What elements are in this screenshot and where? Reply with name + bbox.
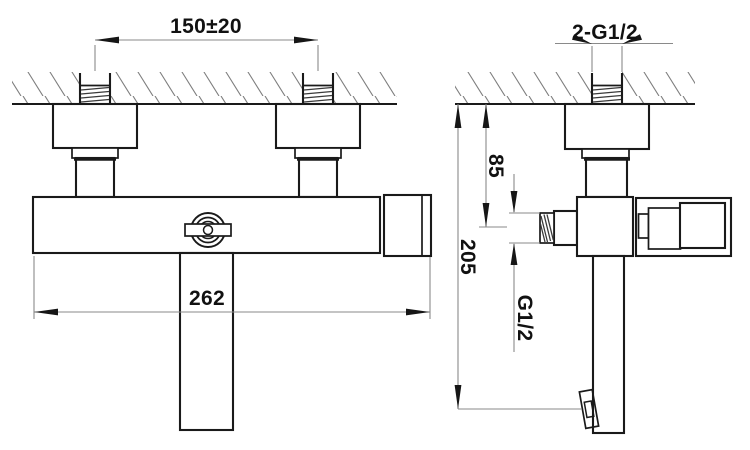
inlet-pipe-left [78, 73, 112, 104]
handle-end-cap [382, 193, 433, 258]
diverter-knob [184, 212, 232, 248]
shower-outlet [539, 209, 579, 247]
spout-side [591, 254, 626, 435]
arrowhead-bottom [454, 385, 462, 409]
dim-label-body-width: 262 [189, 287, 225, 310]
dimension-body-width: 262 [33, 256, 431, 319]
arrowhead-top [454, 104, 462, 128]
wall-section-front [12, 72, 397, 106]
arrowhead-up [510, 243, 518, 265]
dim-label-outlet-offset: 85 [484, 154, 507, 178]
inlet-pipe-side [590, 73, 624, 104]
dimension-outlet-thread: G1/2 [509, 174, 540, 352]
wall-hatch [12, 72, 397, 104]
inlet-pipe-right [301, 73, 335, 104]
mounting-union-left [51, 102, 139, 199]
arrowhead-bottom [482, 203, 490, 227]
arrowhead-left [34, 308, 58, 316]
arrowhead-left [572, 34, 592, 44]
arrowhead-right [622, 34, 642, 44]
wall-section-side [455, 72, 695, 106]
dimension-inlet-threads: 2-G1/2 [555, 21, 673, 72]
dimension-outlet-offset: 85 [479, 104, 507, 228]
side-view: 2-G1/2 205 85 G1/2 [454, 21, 733, 435]
dim-label-overall-drop: 205 [456, 239, 479, 275]
mounting-union-side [563, 102, 651, 199]
handle-side [634, 196, 733, 258]
arrowhead-down [510, 191, 518, 213]
mounting-union-right [274, 102, 362, 199]
dim-label-inlet-threads: 2-G1/2 [572, 21, 638, 44]
arrowhead-right [294, 36, 318, 44]
arrowhead-right [406, 308, 430, 316]
wall-hatch [455, 72, 695, 104]
dim-label-spacing: 150±20 [170, 15, 242, 38]
arrowhead-top [482, 104, 490, 128]
dim-label-outlet-thread: G1/2 [513, 295, 536, 342]
faucet-body-side [575, 195, 635, 258]
arrowhead-left [95, 36, 119, 44]
dimension-hole-spacing: 150±20 [94, 15, 319, 71]
spout-front [178, 251, 235, 432]
front-view: 150±20 262 [12, 15, 433, 432]
aerator-nozzle [578, 388, 600, 430]
dimension-overall-drop: 205 [454, 104, 582, 410]
